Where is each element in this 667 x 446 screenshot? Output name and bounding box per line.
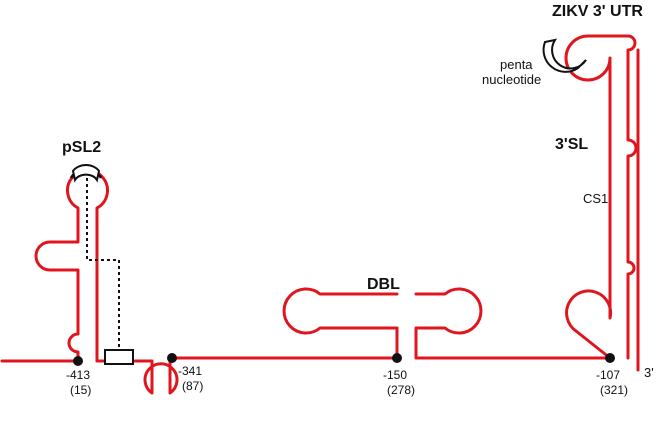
pseudoknot-dotted-line <box>86 178 120 350</box>
rel-15: (15) <box>70 383 91 397</box>
penta-label-line1: penta <box>500 57 533 72</box>
marker-dot-107 <box>605 353 615 363</box>
psl2-label: pSL2 <box>62 139 101 156</box>
left-stem-structure <box>0 163 179 395</box>
rel-87: (87) <box>182 379 203 393</box>
cs1-label: CS1 <box>583 191 608 206</box>
diagram-title: ZIKV 3' UTR <box>552 3 643 20</box>
pentanucleotide-marker <box>542 38 587 73</box>
penta-label-line2: nucleotide <box>482 72 541 87</box>
three-prime-end-label: 3' <box>644 365 654 380</box>
rna-backbone-right <box>564 34 638 360</box>
pos-341: -341 <box>178 364 202 378</box>
marker-dot-341 <box>167 353 177 363</box>
pos-150: -150 <box>383 368 407 382</box>
sl3-label: 3'SL <box>555 136 588 153</box>
pos-107: -107 <box>596 368 620 382</box>
rna-bottom-loop <box>95 356 179 395</box>
dbl-structure <box>168 287 612 360</box>
marker-dot-150 <box>392 353 402 363</box>
pos-413: -413 <box>66 368 90 382</box>
sl3-structure <box>542 34 640 372</box>
position-markers <box>73 353 615 366</box>
pseudoknot-box <box>104 349 134 365</box>
rel-321: (321) <box>600 383 628 397</box>
rna-backbone-middle <box>168 287 612 360</box>
dbl-label: DBL <box>367 276 400 293</box>
rel-278: (278) <box>387 383 415 397</box>
rna-backbone-left <box>0 168 109 363</box>
marker-dot-413 <box>73 356 83 366</box>
